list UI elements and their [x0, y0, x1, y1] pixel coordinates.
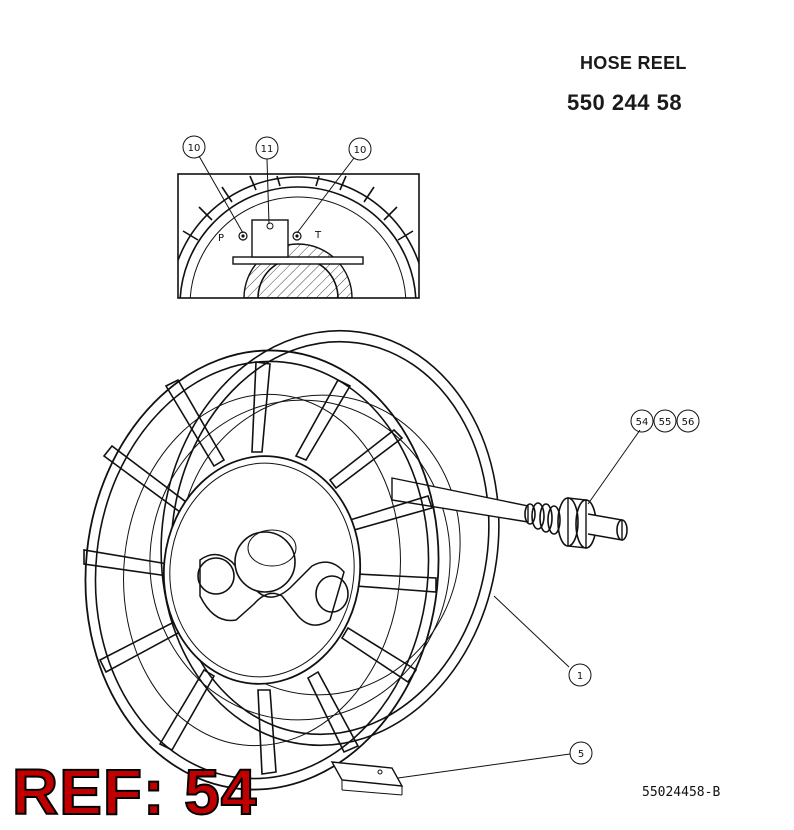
swivel-shaft — [391, 477, 628, 549]
detail-callout-11: 11 — [255, 136, 279, 160]
drawing-title: HOSE REEL — [580, 53, 687, 73]
ref-badge: REF: 54 — [11, 756, 258, 828]
port-label-t: T — [314, 230, 322, 241]
detail-view: P T 10 11 10 — [177, 135, 420, 299]
detail-callout-10-left: 10 — [182, 135, 206, 159]
callout-1: 1 — [568, 663, 592, 687]
svg-text:11: 11 — [261, 144, 274, 155]
callout-55: 55 — [653, 409, 677, 433]
svg-text:55: 55 — [659, 417, 672, 428]
callout-5: 5 — [569, 741, 593, 765]
base-plate — [330, 761, 404, 796]
svg-text:1: 1 — [577, 671, 583, 682]
detail-callout-10-right: 10 — [348, 137, 372, 161]
svg-text:10: 10 — [354, 145, 367, 156]
svg-text:5: 5 — [578, 749, 584, 760]
svg-text:56: 56 — [682, 417, 695, 428]
callout-56: 56 — [676, 409, 700, 433]
port-label-p: P — [218, 233, 224, 244]
reel-main-view: 54 55 56 1 5 — [83, 329, 700, 796]
drawing-code: 55024458-B — [642, 785, 721, 800]
part-number: 550 244 58 — [567, 90, 683, 115]
callout-54: 54 — [630, 409, 654, 433]
svg-text:10: 10 — [188, 143, 201, 154]
hose-inlet-elbow — [197, 529, 349, 626]
svg-text:54: 54 — [636, 417, 649, 428]
